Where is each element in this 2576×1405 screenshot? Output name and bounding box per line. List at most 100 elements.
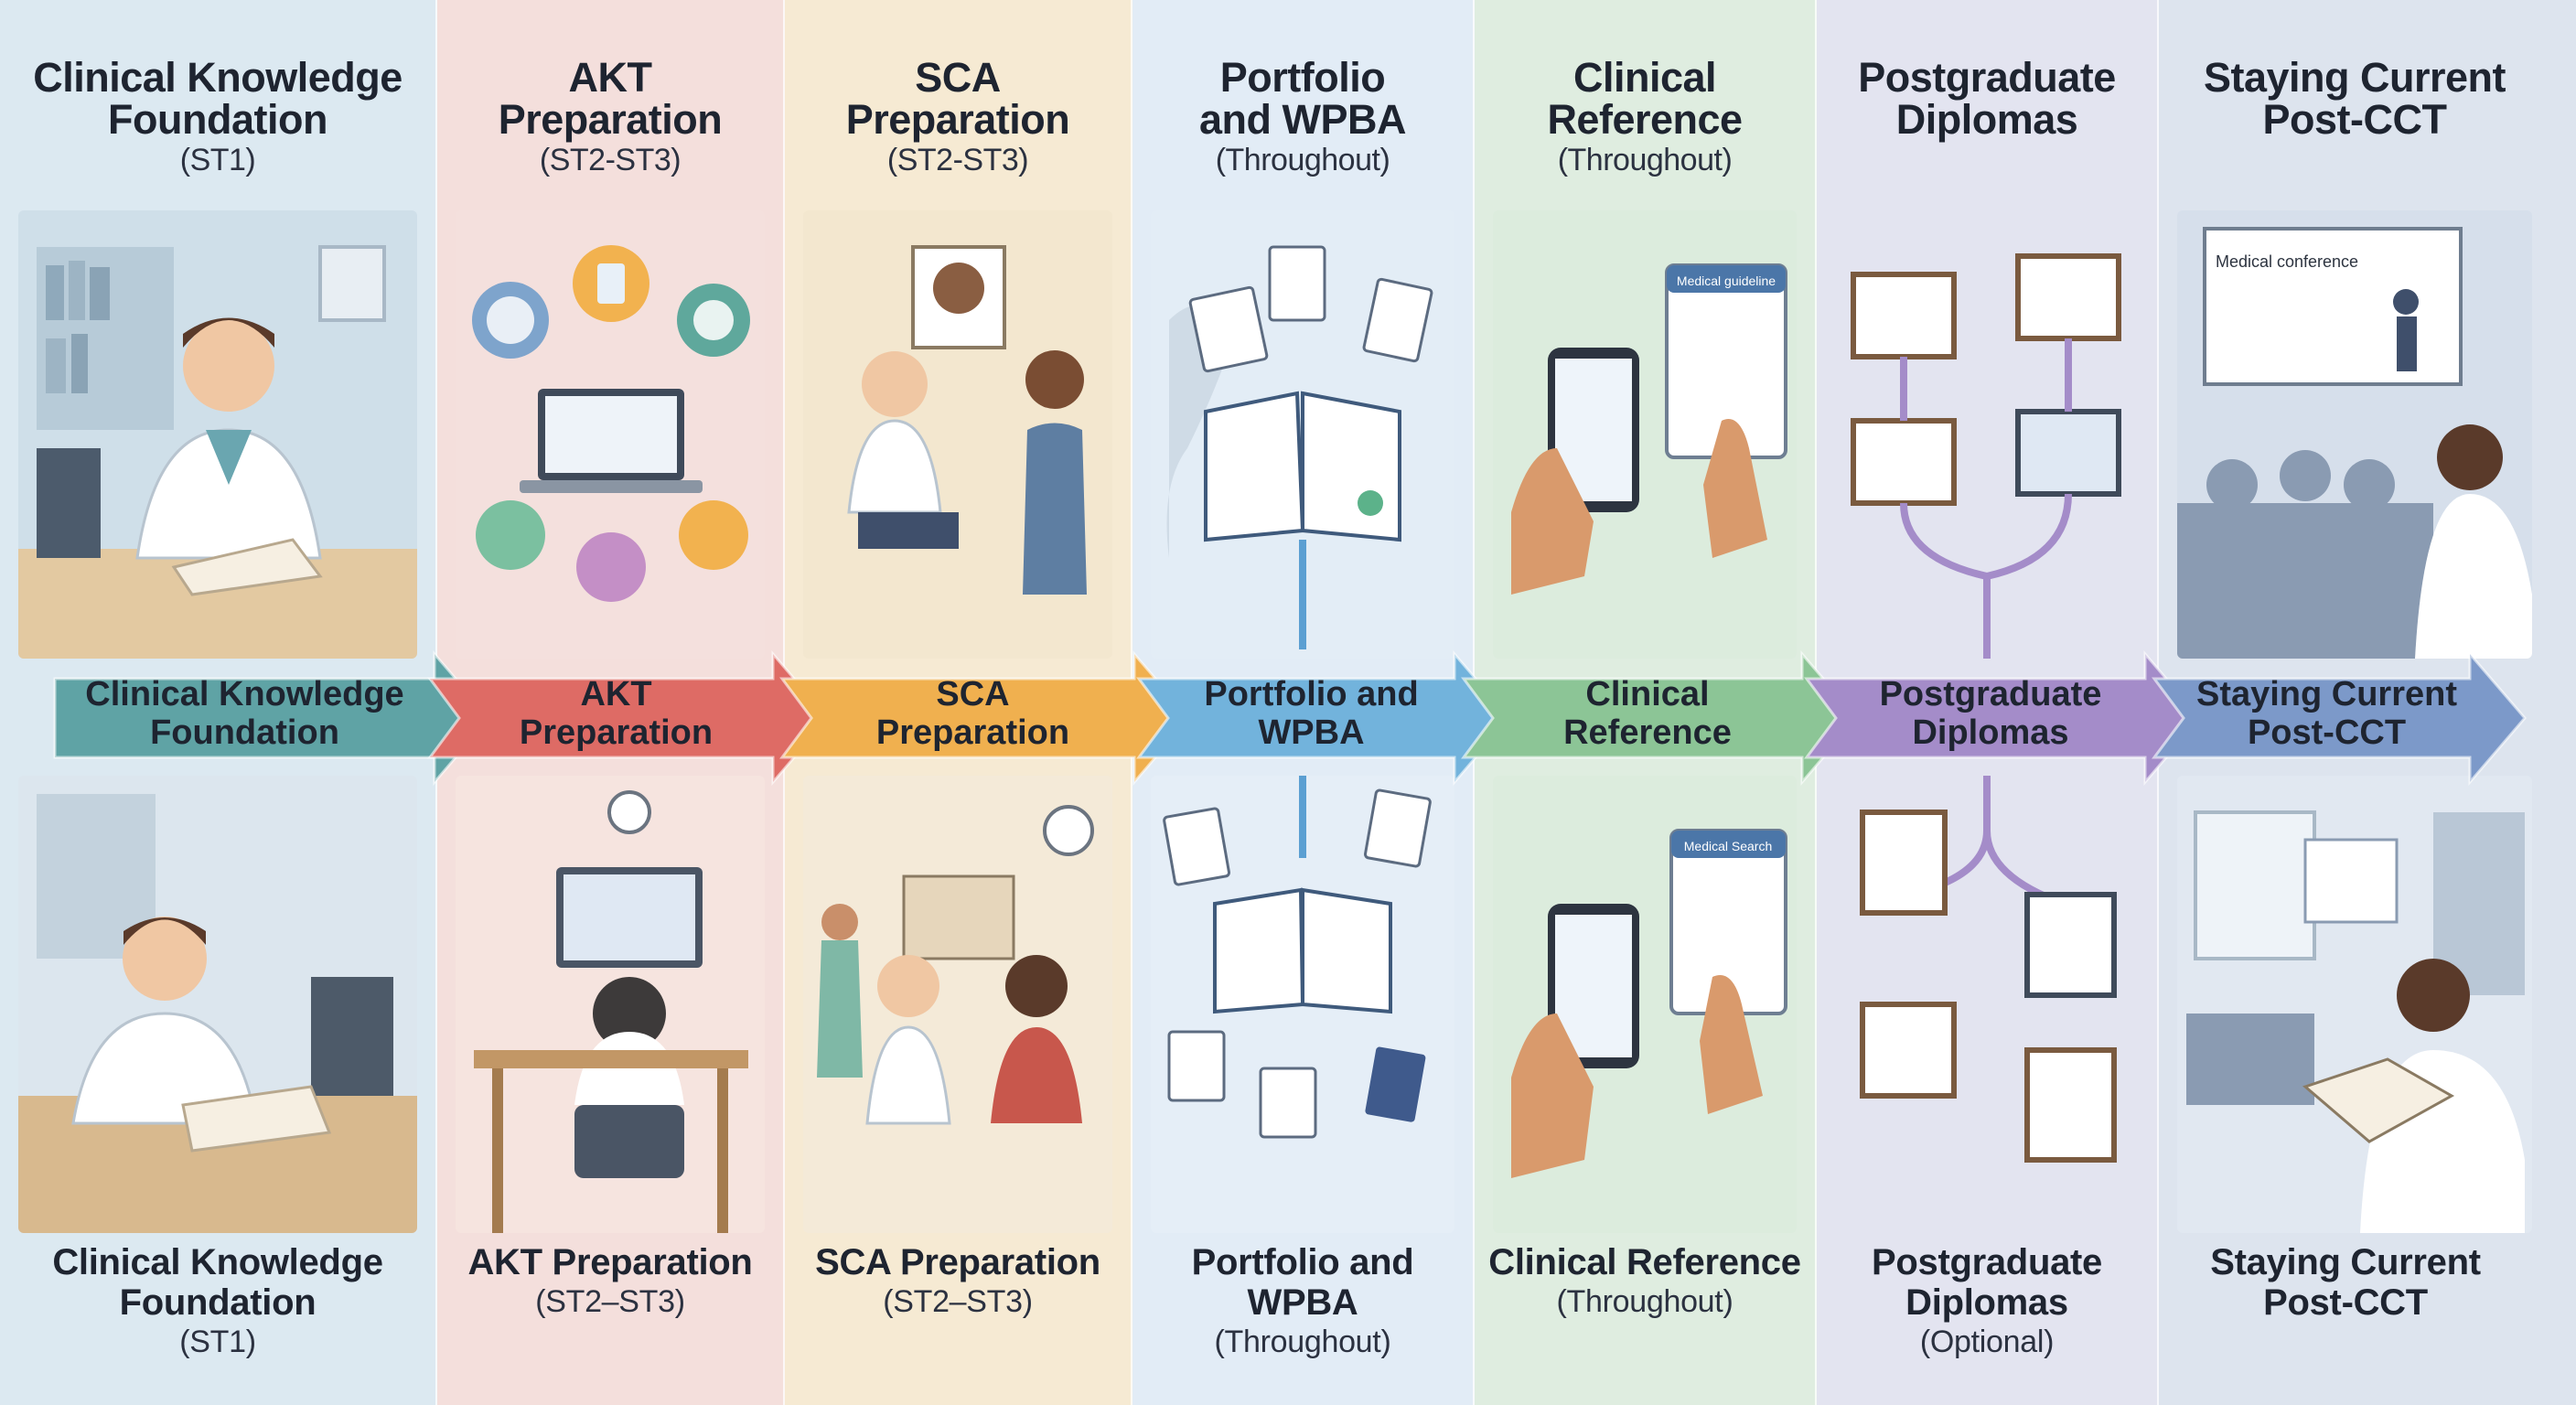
arrow-label-line: Preparation bbox=[519, 713, 714, 752]
stage-caption-sub: (ST2–ST3) bbox=[883, 1284, 1033, 1319]
patient-consultation-illustration bbox=[803, 776, 1112, 1233]
conference-screen-label: Medical conference bbox=[2216, 252, 2358, 271]
stage-title-sub: (ST2-ST3) bbox=[886, 143, 1029, 177]
stage-caption: Clinical Reference (Throughout) bbox=[1475, 1242, 1815, 1321]
consultation-illustration bbox=[803, 210, 1112, 659]
stage-caption-line-1: Postgraduate bbox=[1871, 1242, 2102, 1282]
stage-caption: Postgraduate Diplomas (Optional) bbox=[1817, 1242, 2157, 1361]
arrow-label-line: Postgraduate bbox=[1879, 675, 2102, 713]
arrow-label-line: SCA bbox=[936, 675, 1010, 713]
stage-caption-line-2: Diplomas bbox=[1905, 1282, 2068, 1323]
arrow-label-line: Preparation bbox=[875, 713, 1070, 752]
stage-title-sub: (ST2-ST3) bbox=[539, 143, 682, 177]
stage-title: Portfolio and WPBA (Throughout) bbox=[1132, 57, 1473, 179]
stage-title: Postgraduate Diplomas bbox=[1817, 57, 2157, 141]
phone-guideline-illustration: Medical guideline bbox=[1493, 210, 1797, 659]
check-icon bbox=[1358, 490, 1383, 516]
stage-arrow-portfolio bbox=[1136, 649, 1511, 787]
open-book-icon bbox=[576, 532, 646, 602]
stage-title-sub: (Throughout) bbox=[1215, 143, 1390, 177]
globe-icon bbox=[677, 284, 750, 357]
arrow-label-line: Diplomas bbox=[1912, 713, 2069, 752]
stage-title-line-2: and WPBA bbox=[1199, 96, 1407, 143]
stage-caption-line-2: Foundation bbox=[119, 1282, 317, 1323]
stage-title-line-1: Portfolio bbox=[1219, 54, 1386, 101]
arrow-label-line: Portfolio and bbox=[1204, 675, 1419, 713]
book-icon bbox=[476, 500, 545, 570]
diploma-certificates-illustration bbox=[1835, 210, 2139, 659]
stage-title-sub: (ST1) bbox=[179, 143, 256, 177]
stage-arrow-staying-current bbox=[2152, 649, 2527, 787]
reading-journal-illustration bbox=[2177, 776, 2532, 1233]
stage-caption-line-2: WPBA bbox=[1247, 1282, 1358, 1323]
folder-icon bbox=[679, 500, 748, 570]
stage-title: AKT Preparation (ST2-ST3) bbox=[437, 57, 783, 179]
arrow-label-line: Foundation bbox=[150, 713, 339, 752]
stage-title-line-2: Preparation bbox=[498, 96, 723, 143]
arrow-label-line: Staying Current bbox=[2195, 675, 2458, 713]
stage-caption-line-1: SCA Preparation bbox=[815, 1242, 1100, 1282]
stage-caption-line-2: Post-CCT bbox=[2263, 1282, 2428, 1323]
stage-caption-line-1: Staying Current bbox=[2210, 1242, 2481, 1282]
diploma-branches-illustration bbox=[1835, 776, 2139, 1233]
stage-arrow-band bbox=[53, 649, 2527, 787]
phone-icon bbox=[573, 245, 649, 322]
portfolio-book-illustration bbox=[1151, 210, 1454, 659]
stage-title-sub: (Throughout) bbox=[1557, 143, 1733, 177]
study-resources-illustration bbox=[456, 210, 765, 659]
stage-caption: SCA Preparation (ST2–ST3) bbox=[785, 1242, 1131, 1321]
stage-title: Staying Current Post-CCT bbox=[2159, 57, 2550, 141]
stage-arrow-akt bbox=[427, 649, 830, 787]
stage-title-line-2: Reference bbox=[1547, 96, 1743, 143]
stage-title-line-1: Staying Current bbox=[2203, 54, 2506, 101]
stage-title: SCA Preparation (ST2-ST3) bbox=[785, 57, 1131, 179]
phone-search-illustration: Medical Search bbox=[1493, 776, 1797, 1233]
stage-title-line-1: Clinical Knowledge bbox=[33, 54, 402, 101]
stage-title-line-2: Post-CCT bbox=[2262, 96, 2447, 143]
stage-title-line-1: SCA bbox=[915, 54, 1001, 101]
stage-caption-sub: (Throughout) bbox=[1214, 1325, 1391, 1359]
stage-arrow-sca bbox=[779, 649, 1191, 787]
stage-title-line-2: Foundation bbox=[108, 96, 327, 143]
stage-title: Clinical Knowledge Foundation (ST1) bbox=[0, 57, 435, 179]
stage-arrow-clinical-reference bbox=[1461, 649, 1859, 787]
arrow-label-line: Clinical Knowledge bbox=[85, 675, 404, 713]
arrow-label-line: Clinical bbox=[1585, 675, 1710, 713]
arrow-label-line: Post-CCT bbox=[2247, 713, 2407, 752]
exam-hall-illustration bbox=[456, 776, 765, 1233]
doctor-study-illustration bbox=[18, 210, 417, 659]
stage-column-staying-current: Staying Current Post-CCT Medical confere… bbox=[2159, 0, 2576, 1405]
stage-caption-line-1: Clinical Reference bbox=[1488, 1242, 1801, 1282]
stage-caption-sub: (Throughout) bbox=[1556, 1284, 1733, 1319]
stage-title-line-1: Clinical bbox=[1572, 54, 1717, 101]
search-screen-label: Medical Search bbox=[1684, 839, 1773, 853]
stage-caption: Portfolio and WPBA (Throughout) bbox=[1132, 1242, 1473, 1361]
stage-caption: Clinical Knowledge Foundation (ST1) bbox=[0, 1242, 435, 1361]
stage-title: Clinical Reference (Throughout) bbox=[1475, 57, 1815, 179]
apple-icon bbox=[472, 282, 549, 359]
guideline-screen-label: Medical guideline bbox=[1677, 273, 1776, 288]
stage-caption-sub: (ST2–ST3) bbox=[535, 1284, 685, 1319]
stage-title-line-1: Postgraduate bbox=[1858, 54, 2116, 101]
portfolio-workflow-illustration bbox=[1151, 776, 1454, 1233]
stage-title-line-2: Preparation bbox=[845, 96, 1070, 143]
stage-caption-line-1: AKT Preparation bbox=[467, 1242, 753, 1282]
arrow-label-line: Reference bbox=[1563, 713, 1732, 752]
stage-caption-sub: (Optional) bbox=[1919, 1325, 2055, 1359]
stage-title-line-2: Diplomas bbox=[1895, 96, 2078, 143]
stage-arrow-diplomas bbox=[1804, 649, 2202, 787]
arrow-label-line: WPBA bbox=[1258, 713, 1365, 752]
stage-caption-line-1: Portfolio and bbox=[1191, 1242, 1414, 1282]
stage-title-line-1: AKT bbox=[568, 54, 652, 101]
stage-caption: Staying Current Post-CCT bbox=[2159, 1242, 2532, 1323]
stage-caption: AKT Preparation (ST2–ST3) bbox=[437, 1242, 783, 1321]
doctor-reading-illustration bbox=[18, 776, 417, 1233]
arrow-label-line: AKT bbox=[580, 675, 652, 713]
